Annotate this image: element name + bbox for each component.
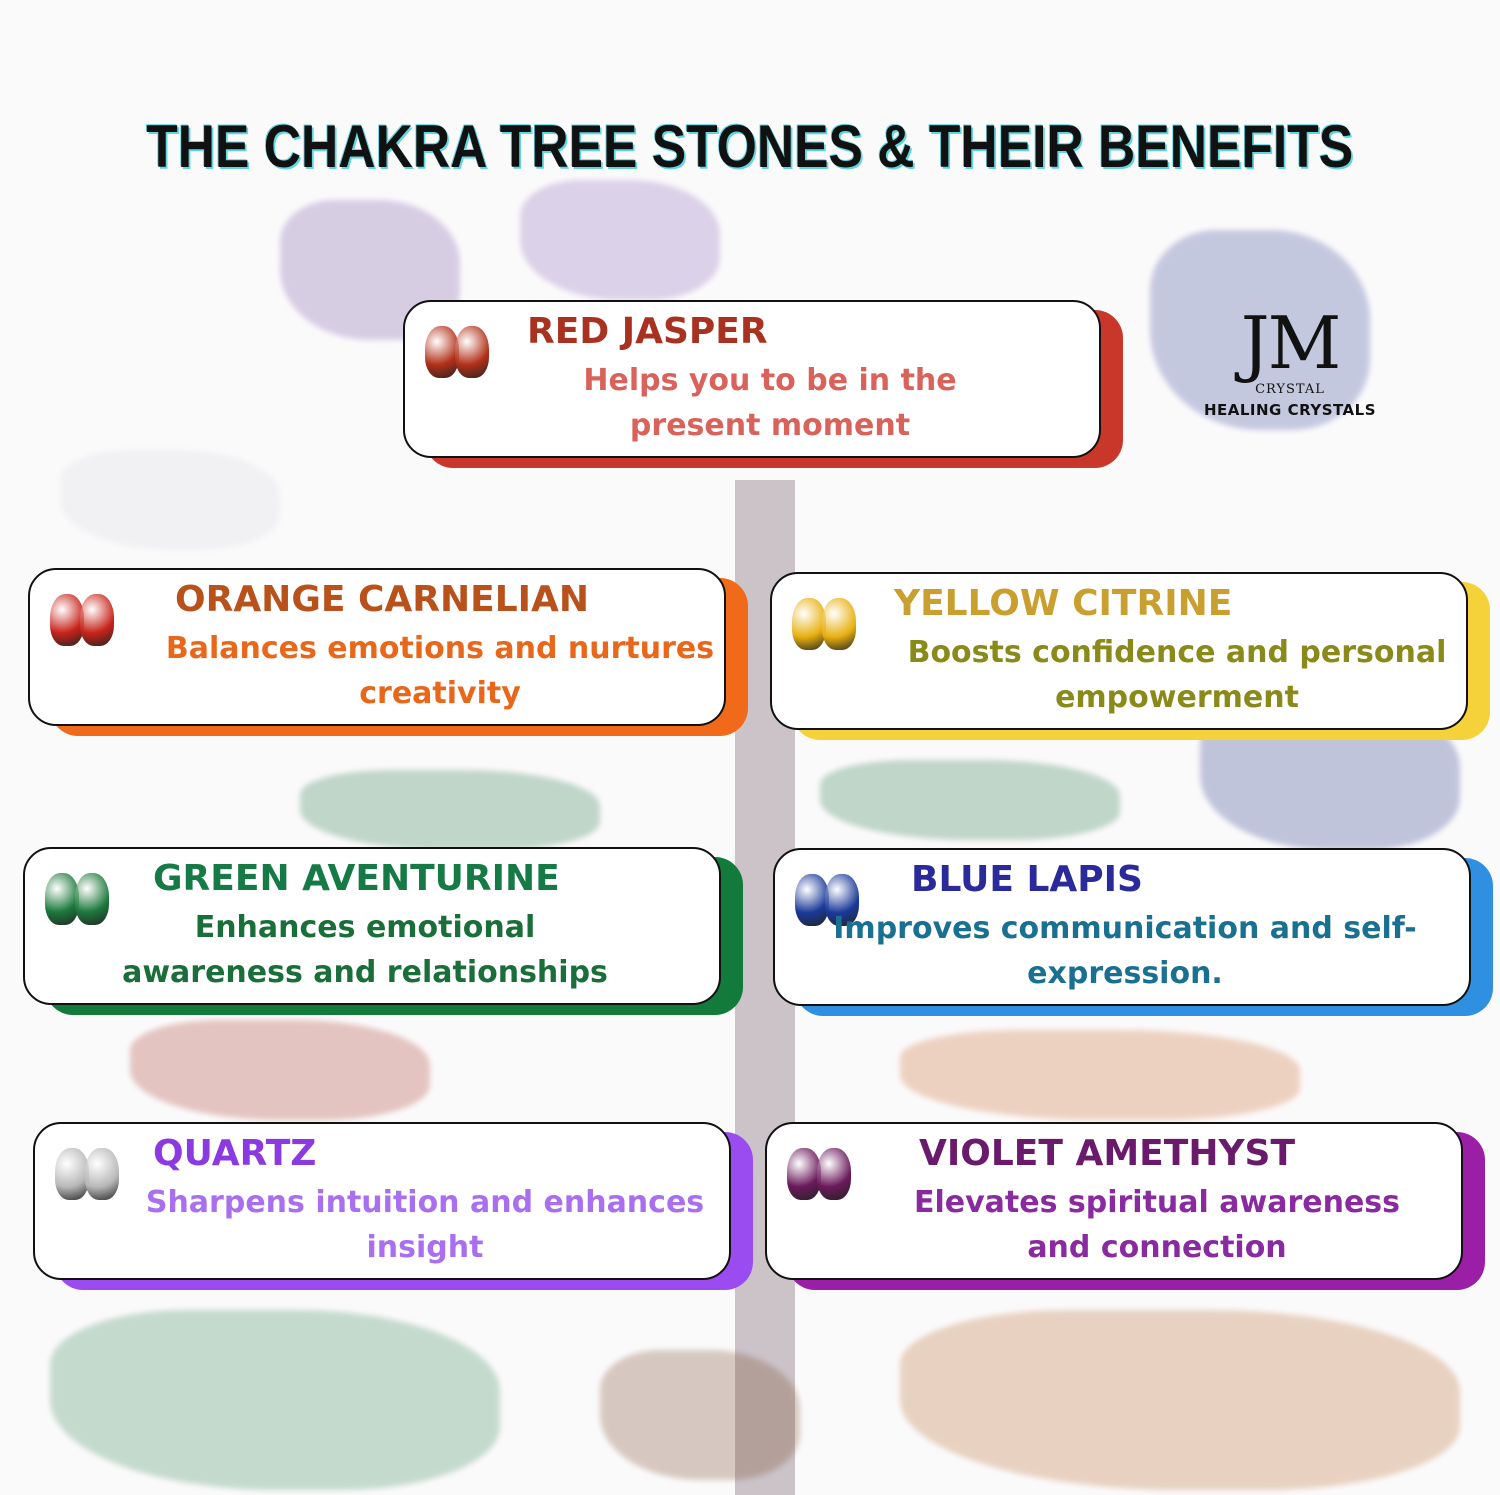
stone-name: VIOLET AMETHYST xyxy=(919,1133,1295,1174)
card-face: YELLOW CITRINE Boosts confidence and per… xyxy=(770,572,1468,730)
gemstone-icon xyxy=(792,594,862,654)
stone-name: RED JASPER xyxy=(527,311,768,352)
stone-name: YELLOW CITRINE xyxy=(894,583,1233,624)
stone-name: ORANGE CARNELIAN xyxy=(175,579,590,620)
stone-benefit: Sharpens intuition and enhances insight xyxy=(145,1185,705,1265)
stone-card: QUARTZ Sharpens intuition and enhances i… xyxy=(33,1122,753,1290)
card-face: ORANGE CARNELIAN Balances emotions and n… xyxy=(28,568,726,726)
gemstone-icon xyxy=(50,590,120,650)
stone-name: QUARTZ xyxy=(153,1133,317,1174)
gemstone-icon xyxy=(425,322,495,382)
stone-benefit: Boosts confidence and personal empowerme… xyxy=(907,635,1447,715)
logo-monogram: JM xyxy=(1240,301,1342,385)
stone-name: GREEN AVENTURINE xyxy=(153,858,560,899)
card-face: BLUE LAPIS Improves communication and se… xyxy=(773,848,1471,1006)
stone-card: GREEN AVENTURINE Enhances emotional awar… xyxy=(23,847,743,1015)
stone-benefit: Enhances emotional awareness and relatio… xyxy=(122,910,608,990)
stone-benefit: Elevates spiritual awareness and connect… xyxy=(913,1185,1401,1265)
stone-name: BLUE LAPIS xyxy=(911,859,1143,900)
stone-card: BLUE LAPIS Improves communication and se… xyxy=(773,848,1493,1016)
logo-sub: CRYSTAL xyxy=(1255,382,1325,397)
stone-card: YELLOW CITRINE Boosts confidence and per… xyxy=(770,572,1490,740)
gemstone-icon xyxy=(45,869,115,929)
stone-card: VIOLET AMETHYST Elevates spiritual aware… xyxy=(765,1122,1485,1290)
card-face: RED JASPER Helps you to be in the presen… xyxy=(403,300,1101,458)
stone-card: ORANGE CARNELIAN Balances emotions and n… xyxy=(28,568,748,736)
page-title-wrap: THE CHAKRA TREE STONES & THEIR BENEFITS xyxy=(0,112,1500,182)
gemstone-icon xyxy=(55,1144,125,1204)
card-face: VIOLET AMETHYST Elevates spiritual aware… xyxy=(765,1122,1463,1280)
brand-logo: JM CRYSTAL HEALING CRYSTALS xyxy=(1190,305,1390,440)
logo-brand: HEALING CRYSTALS xyxy=(1203,401,1377,419)
stone-card: RED JASPER Helps you to be in the presen… xyxy=(403,300,1123,468)
gemstone-icon xyxy=(795,870,865,930)
page-title: THE CHAKRA TREE STONES & THEIR BENEFITS xyxy=(146,113,1354,180)
stone-benefit: Improves communication and self-expressi… xyxy=(833,911,1417,991)
card-face: GREEN AVENTURINE Enhances emotional awar… xyxy=(23,847,721,1005)
card-face: QUARTZ Sharpens intuition and enhances i… xyxy=(33,1122,731,1280)
stone-benefit: Helps you to be in the present moment xyxy=(583,363,957,443)
gemstone-icon xyxy=(787,1144,857,1204)
stone-benefit: Balances emotions and nurtures creativit… xyxy=(165,631,715,711)
